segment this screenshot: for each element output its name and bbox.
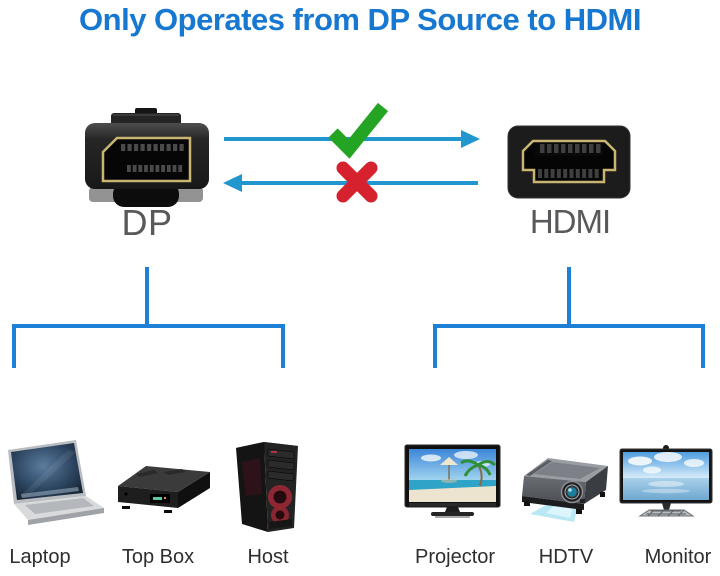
arrow-left-head-icon xyxy=(223,174,242,192)
pc-tower-icon xyxy=(236,442,298,532)
target-branch-stem-line xyxy=(567,267,571,327)
cross-icon xyxy=(336,161,378,203)
check-icon xyxy=(328,102,389,159)
hdmi-connector-icon xyxy=(507,125,631,199)
source-branch-stem-line xyxy=(145,267,149,327)
source-branch-right-drop-line xyxy=(281,324,285,368)
page-title: Only Operates from DP Source to HDMI xyxy=(79,2,641,37)
target-branch-right-drop-line xyxy=(701,324,705,368)
device-label-host: Host xyxy=(247,546,289,568)
device-label-laptop: Laptop xyxy=(9,546,71,568)
device-label-hdtv: HDTV xyxy=(538,546,594,568)
dp-connector-label: DP xyxy=(121,202,173,243)
monitor-icon xyxy=(619,445,713,517)
source-branch-left-drop-line xyxy=(12,324,16,368)
displayport-connector-icon xyxy=(85,108,209,207)
device-label-top-box: Top Box xyxy=(121,546,195,568)
device-label-projector: Projector xyxy=(415,546,496,568)
device-label-monitor: Monitor xyxy=(644,546,712,568)
tv-screen-icon xyxy=(404,444,501,518)
target-branch-bar-line xyxy=(433,324,705,328)
laptop-icon xyxy=(8,440,104,525)
projector-device-icon xyxy=(522,458,608,522)
source-branch-bar-line xyxy=(12,324,285,328)
target-branch-left-drop-line xyxy=(433,324,437,368)
arrow-right-head-icon xyxy=(461,130,480,148)
hdmi-connector-label: HDMI xyxy=(529,203,611,240)
set-top-box-icon xyxy=(118,466,210,513)
